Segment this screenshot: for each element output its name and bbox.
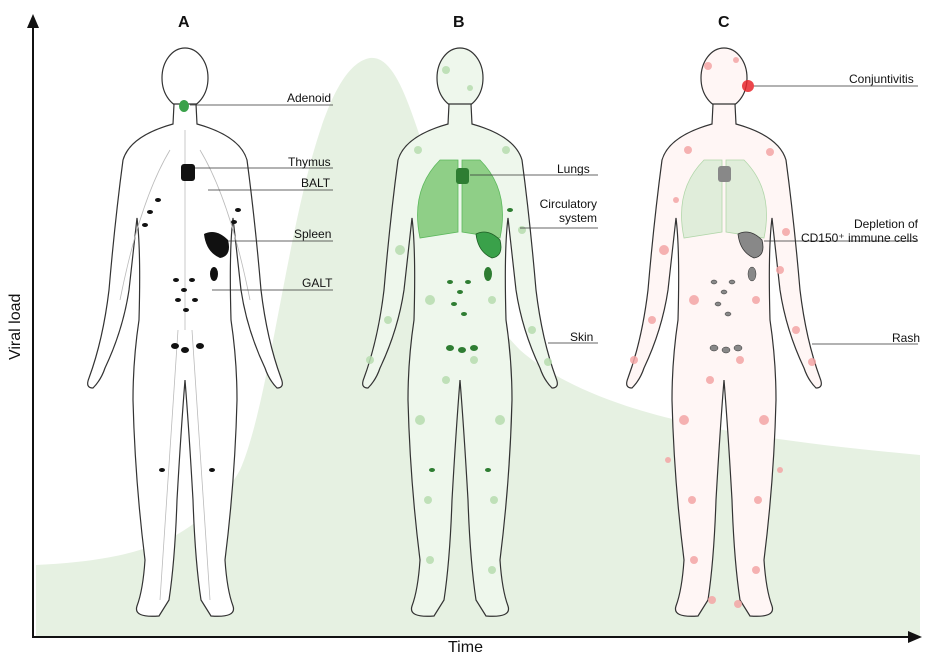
label-lungs: Lungs xyxy=(557,162,590,176)
thymus-organ xyxy=(181,164,195,181)
panel-letter-a: A xyxy=(178,14,190,32)
y-axis-title: Viral load xyxy=(7,294,25,360)
label-skin: Skin xyxy=(570,330,593,344)
label-thymus: Thymus xyxy=(288,155,331,169)
y-axis xyxy=(27,14,39,638)
adenoid-organ xyxy=(179,100,189,112)
label-conjunctivitis: Conjuntivitis xyxy=(849,72,914,86)
label-adenoid: Adenoid xyxy=(287,91,331,105)
label-rash: Rash xyxy=(892,331,920,345)
label-galt: GALT xyxy=(302,276,332,290)
x-axis-title: Time xyxy=(448,639,483,657)
thymus-infected xyxy=(456,168,469,184)
panel-letter-c: C xyxy=(718,14,730,32)
thymus-depleted xyxy=(718,166,731,182)
label-balt: BALT xyxy=(301,176,330,190)
panel-letter-b: B xyxy=(453,14,465,32)
label-depletion-cd150: Depletion of CD150⁺ immune cells xyxy=(800,217,918,245)
conjunctivitis-eye xyxy=(742,80,754,92)
label-circulatory-system: Circulatory system xyxy=(531,197,597,225)
label-spleen: Spleen xyxy=(294,227,331,241)
